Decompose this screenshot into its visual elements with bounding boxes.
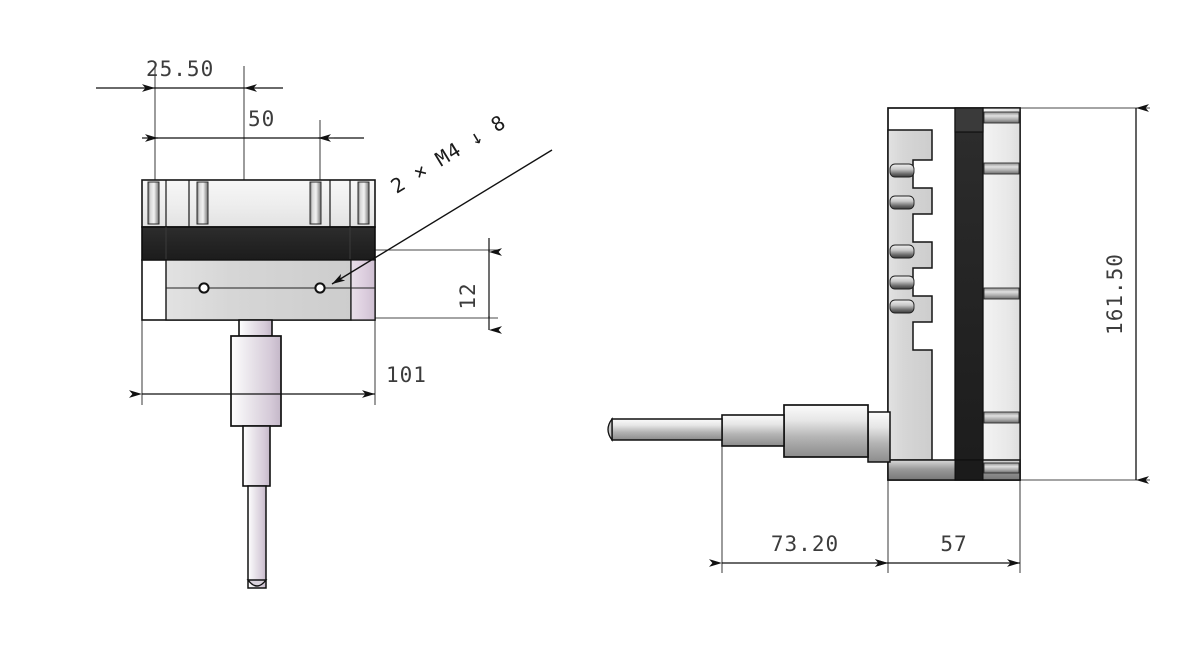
side-view-extension-lines — [721, 107, 1150, 573]
side-probe-assembly — [607, 404, 891, 463]
side-rib — [983, 411, 1020, 424]
front-tapped-holes — [198, 282, 326, 294]
dimension-50-label: 50 — [248, 107, 275, 131]
side-pin — [889, 299, 915, 314]
side-view-part — [607, 107, 1021, 481]
front-view-part — [141, 179, 376, 589]
front-body-accent-strip — [350, 259, 376, 321]
side-dark-band — [954, 107, 984, 481]
side-pin — [889, 163, 915, 178]
tapped-hole-right — [314, 282, 326, 294]
side-base-plate-band — [954, 459, 984, 481]
annotation-m4-label: 2 × M4 ↓ 8 — [386, 110, 510, 199]
front-boss — [357, 181, 370, 225]
dimension-73-20-label: 73.20 — [771, 532, 839, 556]
dimension-101: 101 — [129, 363, 427, 398]
dimension-57-label: 57 — [940, 532, 967, 556]
dimension-57: 57 — [875, 532, 1020, 567]
side-pin — [889, 275, 915, 290]
front-boss-group — [147, 181, 370, 225]
side-rib — [983, 287, 1020, 300]
side-rib — [983, 111, 1020, 124]
dimension-25-50: 25.50 — [96, 57, 283, 92]
front-dark-band — [141, 226, 376, 261]
probe-tip-shaft — [247, 485, 267, 589]
side-pin — [889, 244, 915, 259]
dimension-73-20: 73.20 — [709, 532, 888, 567]
dimension-50: 50 — [142, 107, 364, 142]
front-top-cap — [141, 179, 376, 228]
side-top-band-segment — [954, 107, 984, 133]
probe-hex-nut — [238, 319, 273, 337]
side-probe-tip-shaft — [611, 418, 723, 441]
dimension-101-label: 101 — [386, 363, 427, 387]
side-base-plate-rib — [983, 462, 1020, 474]
side-probe-flange — [867, 411, 891, 463]
front-view: 25.50 50 12 101 2 × M4 ↓ 8 — [96, 57, 553, 589]
probe-mid-shaft — [242, 425, 271, 487]
side-view: 161.50 73.20 57 — [607, 104, 1150, 573]
dimension-161-50-label: 161.50 — [1103, 253, 1127, 335]
probe-large-cylinder — [230, 335, 282, 427]
dimension-12-label: 12 — [456, 282, 480, 309]
annotation-m4-leader — [331, 149, 553, 285]
front-cap-partition-lines — [165, 180, 351, 227]
probe-tip-end — [246, 579, 268, 587]
dimension-161-50: 161.50 — [1103, 104, 1149, 484]
side-probe-tip-end — [607, 417, 613, 442]
front-probe-assembly — [230, 319, 282, 589]
dimension-25-50-label: 25.50 — [146, 57, 214, 81]
side-probe-large-cylinder — [783, 404, 869, 458]
side-probe-mid-shaft — [721, 414, 785, 447]
front-boss — [196, 181, 209, 225]
side-pin-group — [889, 163, 915, 314]
side-rib-group — [983, 111, 1020, 474]
tapped-hole-left — [198, 282, 210, 294]
side-pin — [889, 195, 915, 210]
dimension-12: 12 — [456, 238, 502, 334]
front-boss — [309, 181, 322, 225]
front-boss — [147, 181, 160, 225]
front-band-partition-lines — [165, 227, 351, 260]
side-rib — [983, 162, 1020, 175]
